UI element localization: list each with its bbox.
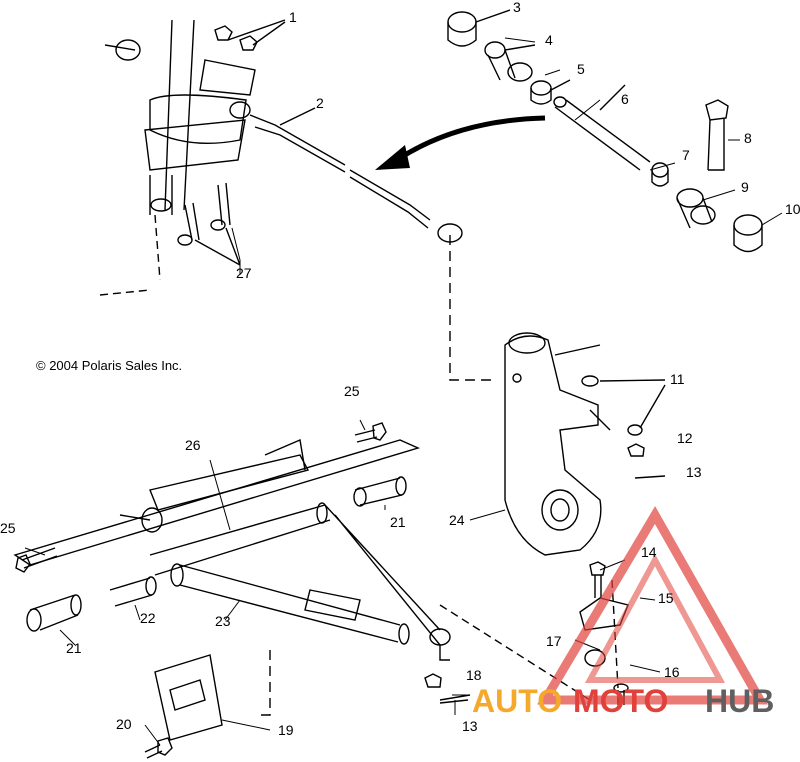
- callout-16: 16: [664, 664, 680, 680]
- mounting-bar: [13, 439, 421, 566]
- spindle: [449, 235, 611, 556]
- callout-4: 4: [545, 32, 553, 48]
- steering-column: [99, 19, 256, 296]
- bolts: [177, 182, 241, 266]
- pivot-bolt: [705, 99, 729, 171]
- callout-26: 26: [185, 437, 201, 453]
- callout-22: 22: [140, 610, 156, 626]
- callout-17: 17: [546, 633, 562, 649]
- callout-18: 18: [466, 667, 482, 683]
- nut-pair: [214, 19, 286, 51]
- callout-13-upper: 13: [686, 464, 702, 480]
- callout-1: 1: [289, 9, 297, 25]
- callout-19: 19: [278, 722, 294, 738]
- leader-lines: [24, 37, 783, 746]
- callout-7: 7: [682, 147, 690, 163]
- watermark-hub: HUB: [705, 683, 774, 719]
- callout-8: 8: [744, 130, 752, 146]
- callout-12: 12: [677, 430, 693, 446]
- a-arm: [149, 502, 451, 661]
- callout-25-left: 25: [0, 520, 16, 536]
- callout-14: 14: [641, 544, 657, 560]
- arm-bushings: [26, 476, 407, 632]
- callout-23: 23: [215, 613, 231, 629]
- assembly-arrow: [375, 115, 546, 170]
- watermark-logo: AUTO MOTO HUB: [472, 506, 774, 719]
- callout-15: 15: [658, 590, 674, 606]
- guard-plate: [144, 650, 271, 759]
- callout-5: 5: [577, 61, 585, 77]
- callout-25-top: 25: [344, 383, 360, 399]
- bushings-upper: [447, 9, 571, 105]
- callout-11: 11: [670, 371, 685, 387]
- mount-bolts: [15, 422, 387, 573]
- callout-21-right: 21: [390, 514, 406, 530]
- callout-13-lower: 13: [462, 718, 478, 734]
- castle-nut: [424, 673, 471, 704]
- callout-21-left: 21: [66, 640, 82, 656]
- callout-6: 6: [621, 91, 629, 107]
- callout-3: 3: [513, 0, 521, 15]
- callout-10: 10: [785, 201, 800, 217]
- callout-2: 2: [316, 95, 324, 111]
- watermark-auto: AUTO: [472, 683, 562, 719]
- callout-24: 24: [449, 512, 465, 528]
- pivot-shaft: [553, 84, 651, 171]
- washers-nuts: [581, 375, 666, 479]
- callout-20: 20: [116, 716, 132, 732]
- copyright-notice: © 2004 Polaris Sales Inc.: [36, 358, 183, 373]
- callout-27: 27: [236, 265, 252, 281]
- callout-9: 9: [741, 179, 749, 195]
- tie-rod: [229, 101, 463, 243]
- watermark-moto: MOTO: [573, 683, 668, 719]
- bushings-lower: [651, 162, 763, 253]
